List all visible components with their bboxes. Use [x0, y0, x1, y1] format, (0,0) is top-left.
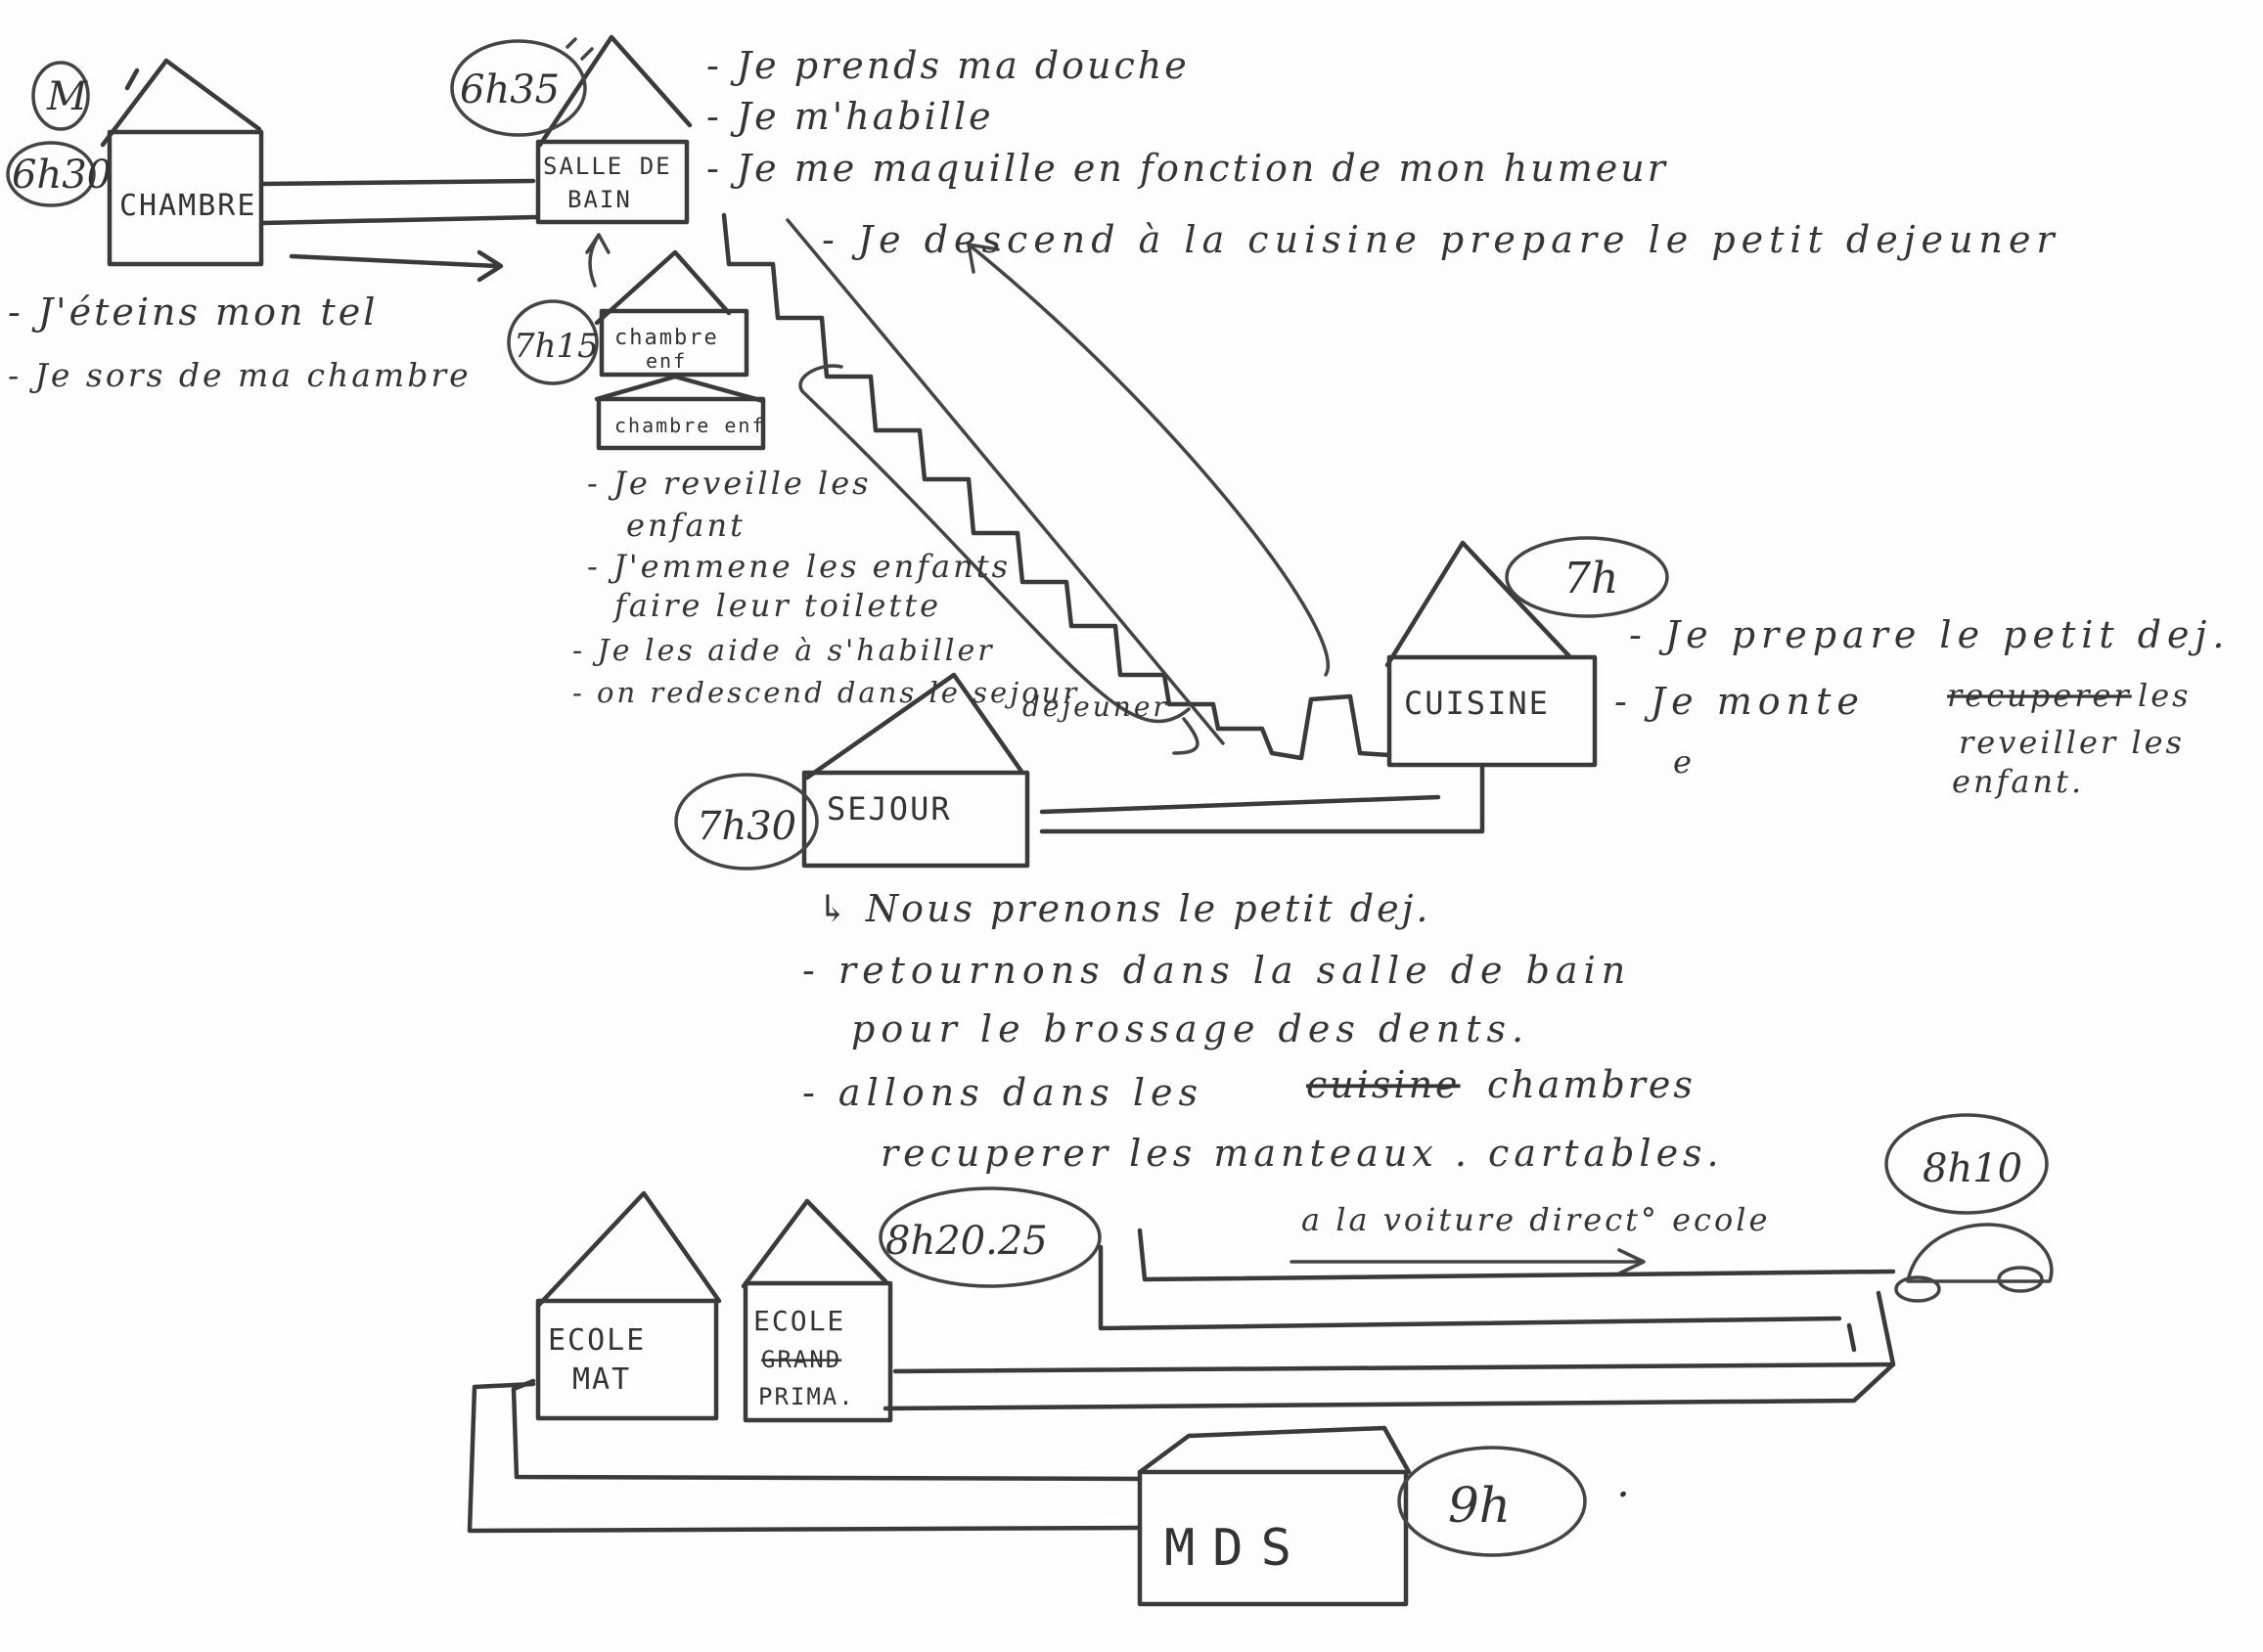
note-sejour-2: - retournons dans la salle de bain: [802, 949, 1631, 992]
car-icon: [1894, 1223, 2054, 1303]
staircase: [721, 212, 1392, 761]
time-badge-ecole: 8h20.25: [879, 1186, 1102, 1288]
time-badge-salle: 6h35: [450, 37, 594, 137]
stair-arrows: [798, 243, 1330, 755]
note-enf-5: - Je les aide à s'habiller: [572, 634, 995, 668]
connector-chambre-salle: [259, 178, 539, 283]
note-cuisine-7: e: [1673, 743, 1695, 781]
room-label-sejour: SEJOUR: [827, 790, 952, 827]
notes-salle: - Je prends ma douche - Je m'habille - J…: [706, 44, 2060, 261]
notes-cuisine: - Je prepare le petit dej. - Je monte re…: [1614, 613, 2230, 800]
time-chambre: 6h30: [12, 153, 112, 198]
note-salle-2: - Je m'habille: [706, 95, 994, 138]
time-mds: 9h: [1448, 1477, 1511, 1534]
note-sejour-7: recuperer les manteaux . cartables.: [881, 1132, 1724, 1175]
time-badge-voiture: 8h10: [1884, 1113, 2049, 1215]
arrow-down-to-sejour: [798, 364, 1191, 724]
time-badge-chambre-enfant: 7h15: [507, 299, 599, 385]
note-enf-1: - Je reveille les: [587, 465, 872, 502]
time-cuisine: 7h: [1563, 554, 1618, 603]
marker-m-label: M: [46, 74, 88, 119]
house-mds: MDS: [1137, 1425, 1412, 1607]
note-enf-6: - on redescend dans le sejour: [572, 676, 1079, 709]
room-label-cuisine: CUISINE: [1404, 685, 1550, 722]
time-badge-sejour: 7h30: [674, 773, 819, 871]
house-ecole-prim: ECOLE GRAND PRIMA.: [741, 1198, 893, 1423]
time-sejour: 7h30: [697, 804, 796, 849]
notes-sejour: ↳ Nous prenons le petit dej. - retournon…: [802, 887, 1724, 1175]
note-sejour-3: pour le brossage des dents.: [851, 1007, 1529, 1050]
time-voiture: 8h10: [1923, 1146, 2022, 1191]
house-ecole-mat: ECOLE MAT: [535, 1190, 722, 1421]
note-cuisine-4: les: [2138, 677, 2192, 714]
notes-chambre: - J'éteins mon tel - Je sors de ma chamb…: [8, 290, 472, 394]
note-cuisine-2: - Je monte: [1614, 680, 1865, 723]
time-ecole: 8h20.25: [885, 1219, 1048, 1264]
note-chambre-1: - J'éteins mon tel: [8, 290, 378, 334]
room-label-chambre-enf-1b: enf: [646, 349, 687, 373]
note-sejour-5-struck: cuisine: [1306, 1063, 1461, 1106]
room-label-ecole-prim-1: ECOLE: [753, 1305, 845, 1337]
note-enf-4: faire leur toilette: [612, 587, 941, 624]
time-chambre-enfant: 7h15: [514, 327, 599, 366]
notes-chambre-enfant: - Je reveille les enfant - J'emmene les …: [572, 465, 1169, 723]
note-voiture: a la voiture direct° ecole: [1301, 1201, 1770, 1238]
note-enf-3: - J'emmene les enfants: [587, 548, 1011, 585]
note-enf-2: enfant: [626, 507, 746, 544]
house-sejour: SEJOUR: [801, 672, 1030, 869]
note-sejour-1: ↳ Nous prenons le petit dej.: [817, 887, 1430, 930]
note-sejour-6: chambres: [1487, 1063, 1696, 1106]
room-label-ecole-prim-3: PRIMA.: [758, 1383, 855, 1410]
time-badge-mds: 9h: [1397, 1446, 1587, 1557]
room-label-chambre-enf-2: chambre enf: [614, 414, 765, 437]
note-cuisine-3-struck: recuperer: [1947, 677, 2132, 714]
room-label-salle-2: BAIN: [567, 186, 632, 213]
house-chambre: CHAMBRE: [100, 58, 264, 267]
connector-cuisine-sejour-1: [1039, 765, 1485, 834]
room-label-ecole-mat-1: ECOLE: [548, 1323, 646, 1358]
note-dot: .: [1616, 1457, 1633, 1507]
house-cuisine: CUISINE: [1384, 540, 1598, 768]
note-salle-3: - Je me maquille en fonction de mon hume…: [706, 147, 1668, 190]
house-chambre-enfant: chambre enf chambre enf: [594, 249, 766, 451]
room-label-chambre-enf-1a: chambre: [614, 326, 719, 350]
time-badge-cuisine: 7h: [1505, 536, 1669, 618]
room-label-chambre: CHAMBRE: [119, 189, 256, 223]
room-label-ecole-prim-2-struck: GRAND: [761, 1346, 841, 1373]
time-salle: 6h35: [460, 67, 560, 112]
room-label-ecole-mat-2: MAT: [572, 1362, 631, 1397]
arrow-up-to-salle: [967, 243, 1330, 677]
note-cuisine-5: reveiller les: [1959, 724, 2185, 761]
marker-m: M: [31, 61, 90, 131]
voiture-note: a la voiture direct° ecole: [1290, 1201, 1770, 1275]
note-cuisine-1: - Je prepare le petit dej.: [1629, 613, 2230, 656]
room-label-mds: MDS: [1164, 1519, 1309, 1578]
house-salle-de-bain: SALLE DE BAIN: [535, 34, 693, 225]
note-sejour-4: - allons dans les: [802, 1071, 1203, 1114]
arrow-salle-to-chambre-enfant: [585, 233, 611, 288]
room-label-salle-1: SALLE DE: [543, 153, 672, 180]
note-salle-1: - Je prends ma douche: [706, 44, 1190, 87]
note-enf-7: dejeuner: [1022, 691, 1169, 723]
note-chambre-2: - Je sors de ma chambre: [8, 356, 472, 394]
note-cuisine-6: enfant.: [1952, 763, 2084, 800]
route-lines: [467, 1228, 1896, 1534]
note-salle-4: - Je descend à la cuisine prepare le pet…: [822, 218, 2060, 261]
connector-cuisine-sejour-2: [1039, 794, 1441, 815]
time-badge-chambre: 6h30: [6, 141, 112, 207]
